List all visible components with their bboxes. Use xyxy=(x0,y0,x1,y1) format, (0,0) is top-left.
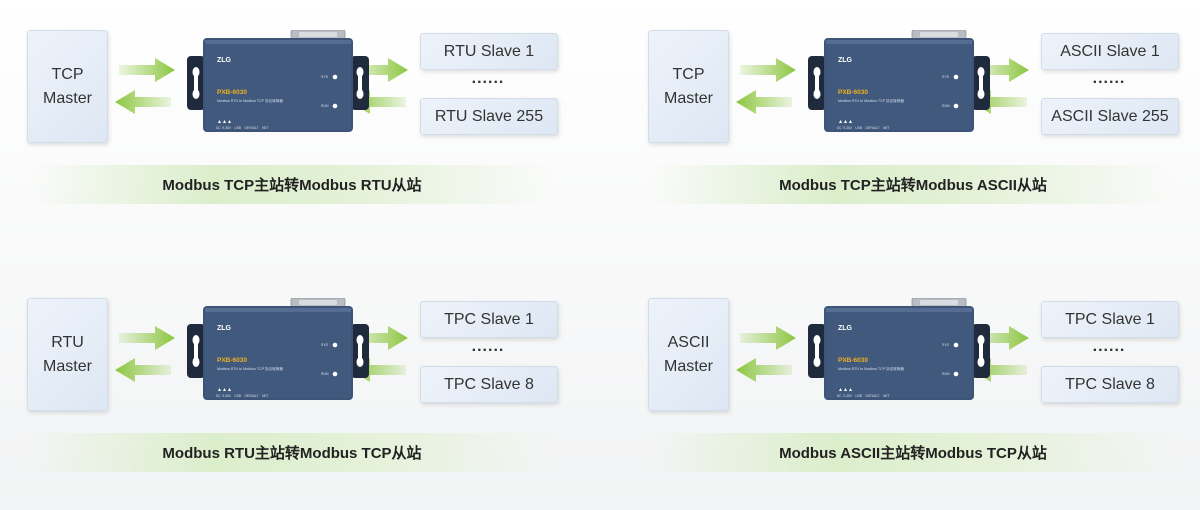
slave-first-box: TPC Slave 1 xyxy=(1041,301,1179,338)
slave-last-box: ASCII Slave 255 xyxy=(1041,98,1179,135)
slave-last-box: TPC Slave 8 xyxy=(420,366,558,403)
master-box: RTU Master xyxy=(27,298,108,411)
led-sys-label: SYS xyxy=(321,75,329,79)
led-run-icon xyxy=(332,371,338,377)
slave-ellipsis: ...... xyxy=(471,70,505,87)
led-run-label: RUN xyxy=(321,104,329,108)
master-box: TCP Master xyxy=(27,30,108,143)
device-brand: ZLG xyxy=(217,57,232,64)
slave-first-box: RTU Slave 1 xyxy=(420,33,558,70)
device-port-labels: DC 9-36V USB DEFAULT NET xyxy=(216,126,269,130)
master-box: ASCII Master xyxy=(648,298,729,411)
arrow-right-icon xyxy=(119,58,175,82)
protocol-converter-device: ZLG PXB-6030 Modbus RTU to Modbus TCP 协议… xyxy=(187,298,369,400)
slave-first-box: TPC Slave 1 xyxy=(420,301,558,338)
arrow-left-icon xyxy=(115,90,171,114)
led-run-icon xyxy=(953,371,959,377)
device-brand: ZLG xyxy=(838,325,853,332)
caption-band: Modbus ASCII主站转Modbus TCP从站 xyxy=(648,433,1178,472)
arrow-left-icon xyxy=(736,90,792,114)
conversion-panel-2: TCP Master ASCII Slave 1 ...... ASCII Sl… xyxy=(648,30,1200,220)
led-run-icon xyxy=(953,103,959,109)
led-sys-icon xyxy=(953,74,959,80)
protocol-converter-device: ZLG PXB-6030 Modbus RTU to Modbus TCP 协议… xyxy=(808,298,990,400)
device-brand: ZLG xyxy=(838,57,853,64)
slave-ellipsis: ...... xyxy=(1092,338,1126,355)
device-model: PXB-6030 xyxy=(217,357,247,364)
protocol-converter-device: ZLG PXB-6030 Modbus RTU to Modbus TCP 协议… xyxy=(808,30,990,132)
device-port-labels: DC 9-36V USB DEFAULT NET xyxy=(837,394,890,398)
device-subtitle: Modbus RTU to Modbus TCP 协议转换器 xyxy=(217,98,283,103)
device-subtitle: Modbus RTU to Modbus TCP 协议转换器 xyxy=(838,366,904,371)
arrow-right-icon xyxy=(352,326,408,350)
led-sys-icon xyxy=(953,342,959,348)
led-run-label: RUN xyxy=(321,372,329,376)
caption-text: Modbus TCP主站转Modbus RTU从站 xyxy=(162,177,422,194)
arrow-right-icon xyxy=(740,326,796,350)
led-run-icon xyxy=(332,103,338,109)
caption-band: Modbus TCP主站转Modbus ASCII从站 xyxy=(648,165,1178,204)
arrow-right-icon xyxy=(973,326,1029,350)
conversion-panel-3: RTU Master TPC Slave 1 ...... TPC Slave … xyxy=(27,298,587,488)
conversion-panel-1: TCP Master RTU Slave 1 ...... RTU Slave … xyxy=(27,30,587,220)
slave-last-box: TPC Slave 8 xyxy=(1041,366,1179,403)
device-model: PXB-6030 xyxy=(838,357,868,364)
caption-text: Modbus TCP主站转Modbus ASCII从站 xyxy=(779,177,1047,194)
arrow-right-icon xyxy=(352,58,408,82)
led-sys-icon xyxy=(332,342,338,348)
device-model: PXB-6030 xyxy=(217,89,247,96)
arrow-right-icon xyxy=(119,326,175,350)
slave-ellipsis: ...... xyxy=(1092,70,1126,87)
caption-band: Modbus RTU主站转Modbus TCP从站 xyxy=(27,433,557,472)
master-box: TCP Master xyxy=(648,30,729,143)
device-subtitle: Modbus RTU to Modbus TCP 协议转换器 xyxy=(838,98,904,103)
arrow-left-icon xyxy=(115,358,171,382)
arrow-right-icon xyxy=(740,58,796,82)
arrow-right-icon xyxy=(973,58,1029,82)
conversion-panel-4: ASCII Master TPC Slave 1 ...... TPC Slav… xyxy=(648,298,1200,488)
led-run-label: RUN xyxy=(942,104,950,108)
arrow-left-icon xyxy=(736,358,792,382)
caption-band: Modbus TCP主站转Modbus RTU从站 xyxy=(27,165,557,204)
slave-last-box: RTU Slave 255 xyxy=(420,98,558,135)
caption-text: Modbus RTU主站转Modbus TCP从站 xyxy=(162,445,422,462)
led-sys-icon xyxy=(332,74,338,80)
device-subtitle: Modbus RTU to Modbus TCP 协议转换器 xyxy=(217,366,283,371)
caption-text: Modbus ASCII主站转Modbus TCP从站 xyxy=(779,445,1047,462)
led-sys-label: SYS xyxy=(942,75,950,79)
slave-first-box: ASCII Slave 1 xyxy=(1041,33,1179,70)
device-model: PXB-6030 xyxy=(838,89,868,96)
led-run-label: RUN xyxy=(942,372,950,376)
led-sys-label: SYS xyxy=(942,343,950,347)
slave-ellipsis: ...... xyxy=(471,338,505,355)
protocol-converter-device: ZLG PXB-6030 Modbus RTU to Modbus TCP 协议… xyxy=(187,30,369,132)
device-brand: ZLG xyxy=(217,325,232,332)
device-port-labels: DC 9-36V USB DEFAULT NET xyxy=(216,394,269,398)
device-port-labels: DC 9-36V USB DEFAULT NET xyxy=(837,126,890,130)
led-sys-label: SYS xyxy=(321,343,329,347)
